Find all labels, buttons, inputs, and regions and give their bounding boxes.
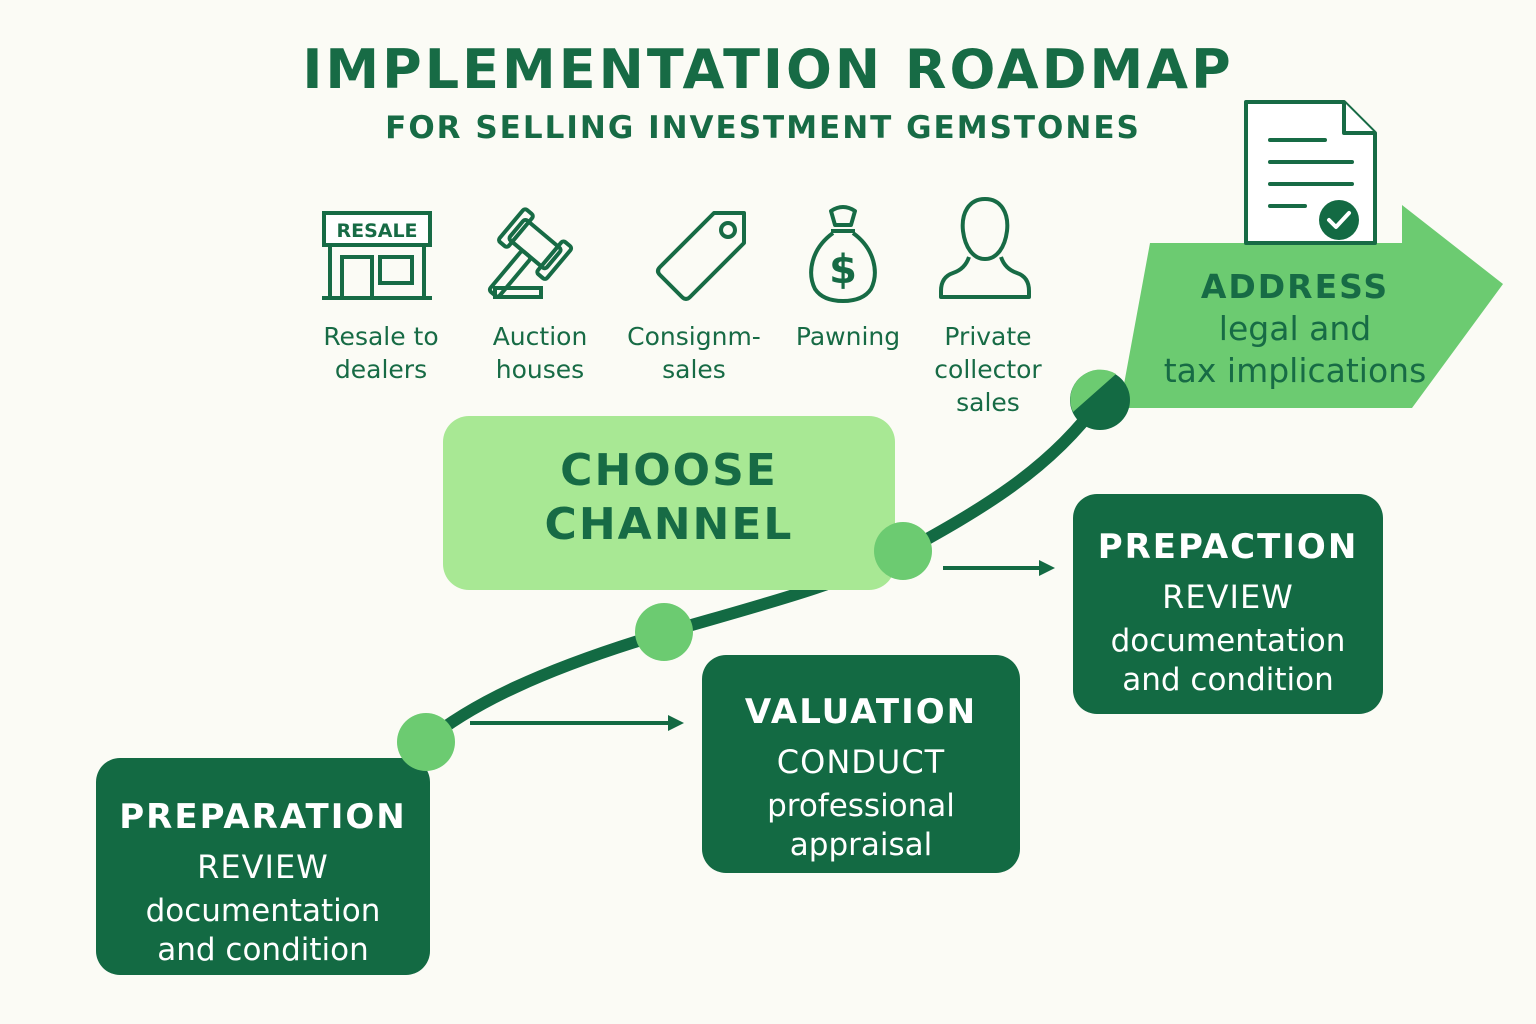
preparation-sub: REVIEW (197, 848, 329, 886)
prepaction-desc-line: and condition (1122, 662, 1334, 698)
svg-text:$: $ (829, 247, 857, 293)
choose-channel-line: CHANNEL (544, 499, 794, 550)
prepaction-desc-line: documentation (1110, 623, 1346, 659)
channel-label-resale: Resale to dealers (311, 320, 451, 386)
prepaction-title: PREPACTION (1097, 527, 1359, 567)
channel-label-pawning: Pawning (783, 320, 913, 353)
preparation-title: PREPARATION (119, 797, 407, 837)
prepaction-sub: REVIEW (1162, 578, 1294, 616)
address-desc-line: legal and (1218, 309, 1372, 348)
resale-sign-text: RESALE (336, 220, 417, 242)
preparation-desc-line: documentation (145, 893, 381, 929)
address-desc-line: tax implications (1163, 351, 1427, 390)
channel-label-auction: Auction houses (470, 320, 610, 386)
document-check-icon (1244, 100, 1377, 245)
preparation-step-box: PREPARATION REVIEW documentation and con… (96, 758, 430, 975)
channel-label-line: sales (662, 355, 726, 384)
address-arrow-shape (1121, 205, 1503, 408)
channel-label-line: dealers (334, 355, 428, 384)
valuation-step-box: VALUATION CONDUCT professional appraisal (702, 655, 1020, 873)
valuation-title: VALUATION (744, 692, 978, 732)
diagram-subtitle: FOR SELLING INVESTMENT GEMSTONES (385, 110, 1141, 146)
roadmap-path (419, 394, 1106, 748)
channel-label-line: Auction (492, 322, 588, 351)
address-title: ADDRESS (1200, 267, 1390, 306)
channel-label-private: Private collector sales (918, 320, 1058, 419)
arrow-to-valuation (470, 715, 684, 731)
arrow-to-prepaction (943, 560, 1055, 576)
channel-label-line: Pawning (795, 322, 901, 351)
channel-label-consignment: Consignm- sales (614, 320, 774, 386)
preparation-desc-line: and condition (157, 932, 369, 968)
choose-channel-box: CHOOSE CHANNEL (443, 416, 895, 590)
diagram-title: IMPLEMENTATION ROADMAP (302, 38, 1234, 101)
choose-channel-line: CHOOSE (560, 445, 778, 496)
money-bag-icon: $ (809, 205, 877, 304)
price-tag-icon (656, 211, 746, 301)
person-icon (939, 196, 1031, 299)
channel-label-line: collector (934, 355, 1042, 384)
channel-label-line: sales (956, 388, 1020, 417)
gavel-icon (487, 207, 574, 299)
valuation-desc-line: appraisal (789, 827, 933, 863)
channel-label-line: Resale to (323, 322, 439, 351)
channel-label-line: Consignm- (627, 322, 761, 351)
address-step-text: ADDRESS legal and tax implications (1130, 266, 1460, 392)
prepaction-step-box: PREPACTION REVIEW documentation and cond… (1073, 494, 1383, 714)
channel-label-line: houses (495, 355, 585, 384)
channel-label-line: Private (944, 322, 1032, 351)
storefront-icon: RESALE (322, 211, 432, 300)
valuation-sub: CONDUCT (776, 743, 946, 781)
valuation-desc-line: professional (767, 788, 955, 824)
